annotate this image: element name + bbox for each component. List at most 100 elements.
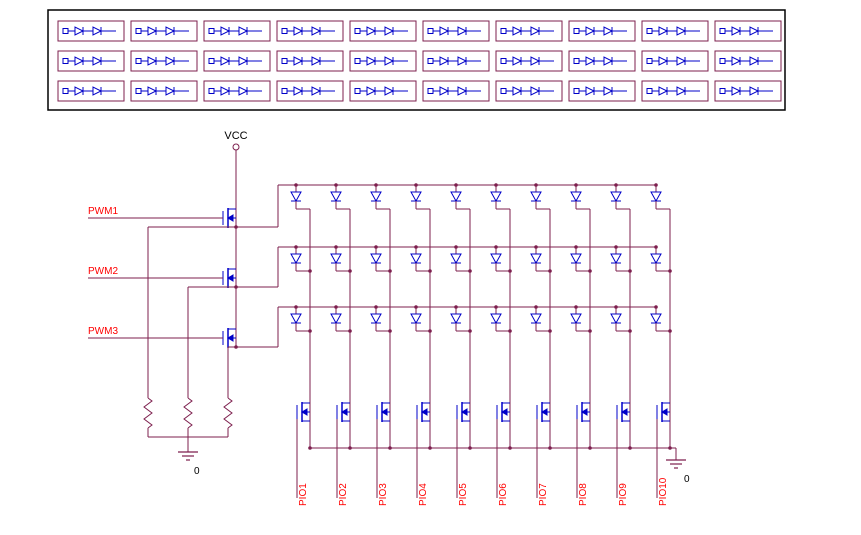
led-module-cell (641, 50, 709, 72)
led-module-cell (495, 20, 563, 42)
left-ground-symbol: 0 (178, 451, 200, 477)
column-driver-mosfet: PIO3 (376, 402, 392, 506)
ground-0-label-left: 0 (194, 466, 200, 477)
matrix-led (450, 245, 472, 273)
matrix-led (650, 245, 672, 273)
matrix-led (570, 245, 592, 273)
matrix-led (490, 245, 512, 273)
column-driver-mosfet: PIO1 (296, 402, 312, 506)
resistor (183, 287, 193, 437)
matrix-led (410, 305, 432, 333)
matrix-column (370, 183, 392, 448)
led-module-cell (276, 20, 344, 42)
pio5-net-label: PIO5 (458, 483, 469, 506)
pad-icon (62, 88, 69, 94)
pio8-net-label: PIO8 (578, 483, 589, 506)
pad-icon (573, 88, 580, 94)
led-module-cell (641, 20, 709, 42)
gate-resistors: 0 (143, 227, 233, 477)
matrix-led (570, 305, 592, 333)
led-module-cell (714, 50, 782, 72)
pio3-net-label: PIO3 (378, 483, 389, 506)
led-module-cell (57, 50, 125, 72)
matrix-column (610, 183, 632, 448)
column-driver-mosfet: PIO9 (616, 402, 632, 506)
resistor (143, 227, 153, 437)
led-module-cell (203, 50, 271, 72)
pad-icon (135, 88, 142, 94)
matrix-column (490, 183, 512, 448)
matrix-led (290, 305, 312, 333)
pio7-net-label: PIO7 (538, 483, 549, 506)
matrix-led (370, 183, 390, 210)
led-module-cell (495, 80, 563, 102)
led-module-array-panel (47, 9, 786, 111)
pad-icon (427, 28, 434, 34)
row-driver-mosfet: PWM1 (88, 184, 656, 229)
pad-icon (500, 28, 507, 34)
matrix-led (530, 245, 552, 273)
column-driver-mosfet: PIO10 (656, 402, 672, 506)
matrix-led (330, 245, 352, 273)
column-driver-mosfet: PIO8 (576, 402, 592, 506)
led-module-cell (349, 50, 417, 72)
matrix-column (290, 183, 312, 448)
pio9-net-label: PIO9 (618, 483, 629, 506)
matrix-led (490, 183, 510, 210)
led-module-cell (422, 20, 490, 42)
pad-icon (281, 88, 288, 94)
led-module-cell (714, 20, 782, 42)
matrix-led (570, 183, 590, 210)
matrix-led (370, 305, 392, 333)
matrix-led (330, 305, 352, 333)
matrix-led (290, 183, 310, 210)
led-module-cell (422, 80, 490, 102)
matrix-led (330, 183, 350, 210)
vcc-port-icon (232, 143, 240, 151)
pad-icon (719, 28, 726, 34)
led-module-cell (130, 20, 198, 42)
led-module-cell (130, 80, 198, 102)
row-driver-mosfet: PWM2 (88, 246, 656, 289)
matrix-led (650, 183, 670, 210)
ground-0-label-right: 0 (684, 474, 690, 485)
pad-icon (573, 58, 580, 64)
pad-icon (62, 58, 69, 64)
led-module-cell (714, 80, 782, 102)
pad-icon (281, 28, 288, 34)
matrix-led (450, 183, 470, 210)
led-module-cell (568, 50, 636, 72)
matrix-column (650, 183, 672, 448)
matrix-column (530, 183, 552, 448)
pad-icon (354, 28, 361, 34)
source-ground-rail: 0 (310, 447, 690, 485)
led-matrix (290, 183, 672, 448)
led-module-cell (57, 80, 125, 102)
led-module-cell (568, 80, 636, 102)
matrix-column (330, 183, 352, 448)
led-module-cell (568, 20, 636, 42)
matrix-led (610, 245, 632, 273)
pad-icon (135, 58, 142, 64)
matrix-led (610, 183, 630, 210)
led-module-cell (130, 50, 198, 72)
pwm3-net-label: PWM3 (88, 326, 118, 337)
pad-icon (646, 28, 653, 34)
matrix-led (410, 245, 432, 273)
pio2-net-label: PIO2 (338, 483, 349, 506)
pio6-net-label: PIO6 (498, 483, 509, 506)
led-module-cell (203, 80, 271, 102)
led-module-cell (349, 80, 417, 102)
column-driver-mosfet: PIO5 (456, 402, 472, 506)
pad-icon (719, 58, 726, 64)
pwm2-net-label: PWM2 (88, 266, 118, 277)
pad-icon (427, 88, 434, 94)
pad-icon (281, 58, 288, 64)
row-driver-mosfet: PWM3 (88, 306, 656, 349)
led-module-cell (349, 20, 417, 42)
pad-icon (354, 58, 361, 64)
